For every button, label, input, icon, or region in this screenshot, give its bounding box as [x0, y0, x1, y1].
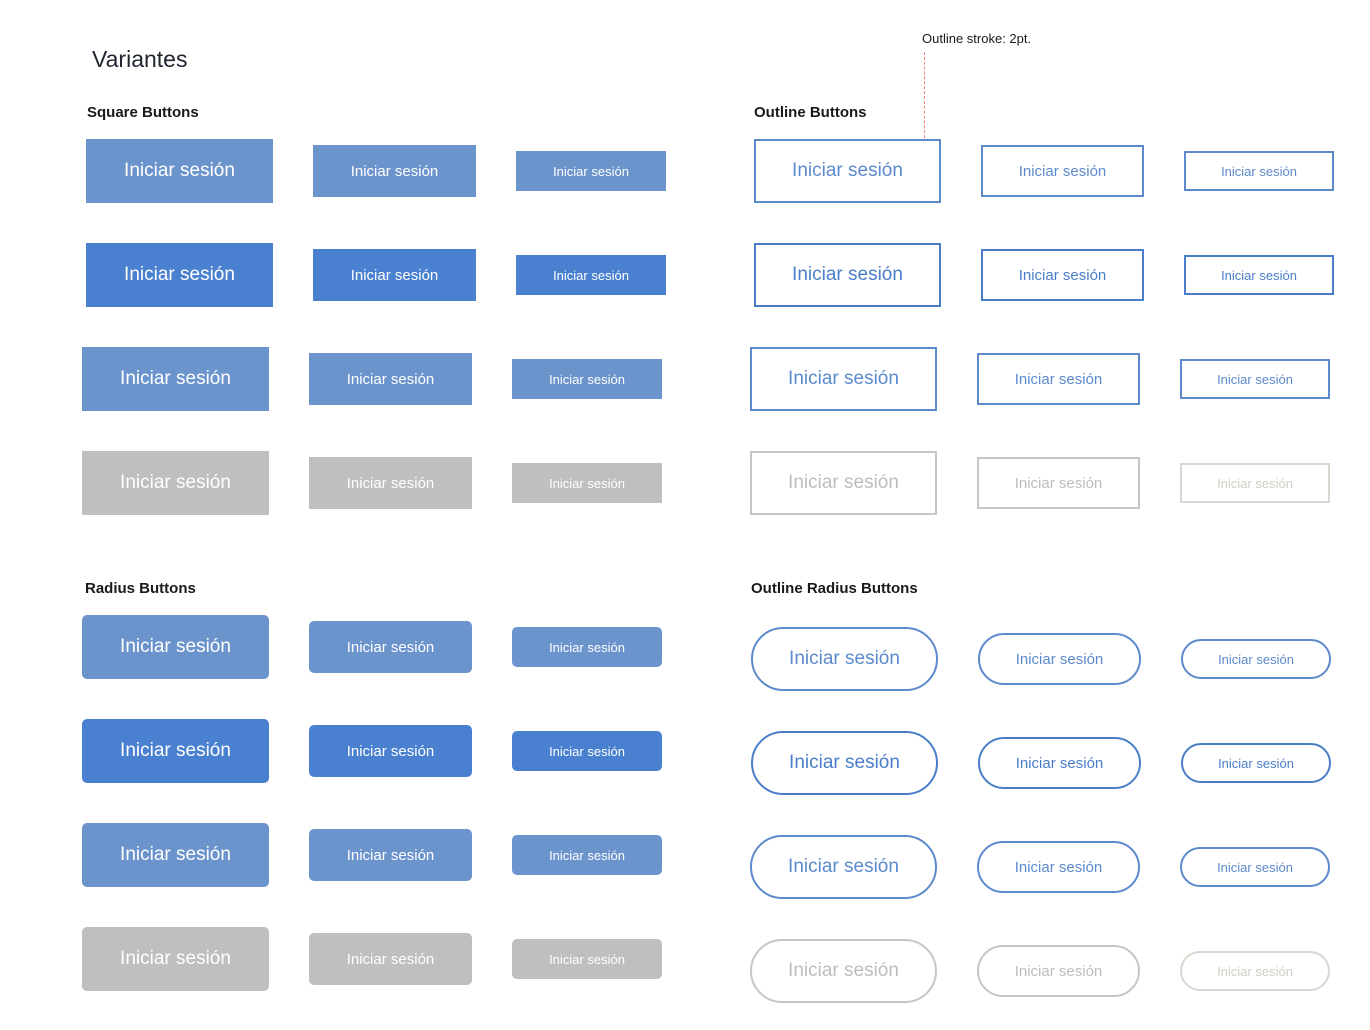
- square-button-medium-default[interactable]: Iniciar sesión: [313, 145, 476, 197]
- square-button-small-disabled: Iniciar sesión: [512, 463, 662, 503]
- square-button-small-hover[interactable]: Iniciar sesión: [516, 255, 666, 295]
- radius-button-large-default[interactable]: Iniciar sesión: [82, 615, 269, 679]
- outline-radius-button-small-hover[interactable]: Iniciar sesión: [1181, 743, 1331, 783]
- outline-button-medium-default[interactable]: Iniciar sesión: [981, 145, 1144, 197]
- outline-button-large-pressed[interactable]: Iniciar sesión: [750, 347, 937, 411]
- outline-radius-button-small-disabled: Iniciar sesión: [1180, 951, 1330, 991]
- outline-button-large-default[interactable]: Iniciar sesión: [754, 139, 941, 203]
- square-button-large-default[interactable]: Iniciar sesión: [86, 139, 273, 203]
- outline-radius-button-large-hover[interactable]: Iniciar sesión: [751, 731, 938, 795]
- outline-button-large-disabled: Iniciar sesión: [750, 451, 937, 515]
- radius-button-large-disabled: Iniciar sesión: [82, 927, 269, 991]
- outline-button-large-hover[interactable]: Iniciar sesión: [754, 243, 941, 307]
- page-title: Variantes: [92, 46, 188, 72]
- radius-button-medium-default[interactable]: Iniciar sesión: [309, 621, 472, 673]
- outline-button-small-pressed[interactable]: Iniciar sesión: [1180, 359, 1330, 399]
- radius-button-medium-disabled: Iniciar sesión: [309, 933, 472, 985]
- square-button-medium-pressed[interactable]: Iniciar sesión: [309, 353, 472, 405]
- square-button-large-disabled: Iniciar sesión: [82, 451, 269, 515]
- section-title-outline: Outline Buttons: [754, 104, 867, 121]
- radius-button-medium-pressed[interactable]: Iniciar sesión: [309, 829, 472, 881]
- square-button-medium-hover[interactable]: Iniciar sesión: [313, 249, 476, 301]
- radius-button-small-pressed[interactable]: Iniciar sesión: [512, 835, 662, 875]
- radius-button-large-pressed[interactable]: Iniciar sesión: [82, 823, 269, 887]
- square-button-large-pressed[interactable]: Iniciar sesión: [82, 347, 269, 411]
- square-button-medium-disabled: Iniciar sesión: [309, 457, 472, 509]
- outline-radius-button-large-disabled: Iniciar sesión: [750, 939, 937, 1003]
- radius-button-small-default[interactable]: Iniciar sesión: [512, 627, 662, 667]
- outline-radius-button-small-pressed[interactable]: Iniciar sesión: [1180, 847, 1330, 887]
- outline-radius-button-medium-pressed[interactable]: Iniciar sesión: [977, 841, 1140, 893]
- section-title-square: Square Buttons: [87, 104, 199, 121]
- outline-button-small-default[interactable]: Iniciar sesión: [1184, 151, 1334, 191]
- outline-button-small-hover[interactable]: Iniciar sesión: [1184, 255, 1334, 295]
- outline-radius-button-large-default[interactable]: Iniciar sesión: [751, 627, 938, 691]
- square-button-large-hover[interactable]: Iniciar sesión: [86, 243, 273, 307]
- outline-button-medium-hover[interactable]: Iniciar sesión: [981, 249, 1144, 301]
- annotation-leader-line: [924, 52, 925, 138]
- outline-radius-button-large-pressed[interactable]: Iniciar sesión: [750, 835, 937, 899]
- radius-button-large-hover[interactable]: Iniciar sesión: [82, 719, 269, 783]
- square-button-small-default[interactable]: Iniciar sesión: [516, 151, 666, 191]
- outline-button-small-disabled: Iniciar sesión: [1180, 463, 1330, 503]
- outline-button-medium-disabled: Iniciar sesión: [977, 457, 1140, 509]
- radius-button-medium-hover[interactable]: Iniciar sesión: [309, 725, 472, 777]
- outline-radius-button-medium-default[interactable]: Iniciar sesión: [978, 633, 1141, 685]
- outline-radius-button-medium-hover[interactable]: Iniciar sesión: [978, 737, 1141, 789]
- outline-stroke-annotation: Outline stroke: 2pt.: [922, 31, 1032, 46]
- outline-radius-button-medium-disabled: Iniciar sesión: [977, 945, 1140, 997]
- outline-button-medium-pressed[interactable]: Iniciar sesión: [977, 353, 1140, 405]
- section-title-radius: Radius Buttons: [85, 580, 196, 597]
- square-button-small-pressed[interactable]: Iniciar sesión: [512, 359, 662, 399]
- radius-button-small-hover[interactable]: Iniciar sesión: [512, 731, 662, 771]
- section-title-outline-radius: Outline Radius Buttons: [751, 580, 918, 597]
- radius-button-small-disabled: Iniciar sesión: [512, 939, 662, 979]
- outline-radius-button-small-default[interactable]: Iniciar sesión: [1181, 639, 1331, 679]
